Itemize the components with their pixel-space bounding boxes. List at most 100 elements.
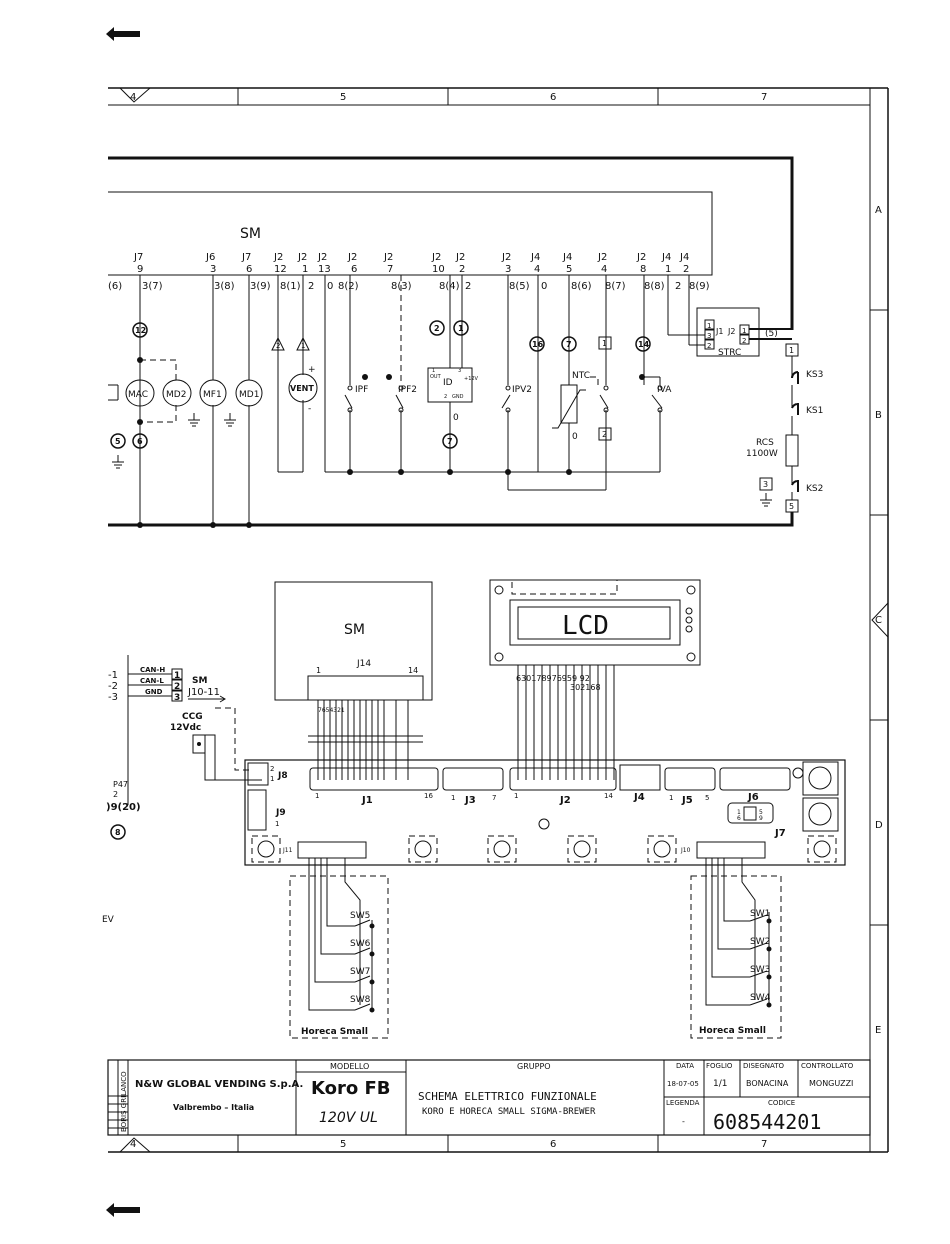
column-label: 6 [550, 92, 556, 103]
svg-text:8(9): 8(9) [689, 281, 710, 292]
svg-text:BONACINA: BONACINA [746, 1079, 789, 1088]
circle-markers: 12 2 1 16 7 14 5 6 7 [110, 320, 651, 449]
svg-text:J14: J14 [356, 659, 371, 669]
title-block: BORIS GRILANCO N&W GLOBAL VENDING S.p.A.… [107, 1059, 871, 1136]
mf1-label: MF1 [203, 390, 222, 400]
svg-text:9: 9 [137, 264, 143, 275]
svg-text:2: 2 [683, 264, 689, 275]
svg-text:2: 2 [675, 281, 681, 292]
model-name: Koro FB [311, 1078, 391, 1099]
svg-text:1: 1 [665, 264, 671, 275]
motor-md2 [162, 379, 192, 407]
svg-text:0: 0 [572, 432, 578, 442]
svg-text:1: 1 [174, 671, 180, 681]
svg-text:J6: J6 [747, 792, 759, 803]
svg-text:7: 7 [447, 437, 453, 446]
svg-text:5: 5 [115, 437, 121, 446]
svg-text:Horeca Small: Horeca Small [699, 1026, 766, 1036]
svg-text:3: 3 [707, 332, 711, 340]
svg-text:J2: J2 [317, 252, 327, 263]
svg-text:-: - [682, 1117, 685, 1126]
svg-text:8(2): 8(2) [338, 281, 359, 292]
md2-label: MD2 [166, 390, 186, 400]
fan-vent [288, 373, 318, 403]
svg-text:NTC: NTC [572, 371, 590, 381]
main-pcb [244, 759, 846, 866]
svg-text:2: 2 [434, 324, 440, 333]
svg-text:5: 5 [566, 264, 572, 275]
lcd-label: LCD [562, 611, 609, 641]
svg-text:DISEGNATO: DISEGNATO [743, 1062, 785, 1070]
svg-text:8(5): 8(5) [509, 281, 530, 292]
svg-text:GND: GND [452, 394, 464, 400]
md1-label: MD1 [239, 390, 259, 400]
svg-text:12: 12 [274, 264, 287, 275]
svg-text:J9: J9 [275, 808, 286, 818]
svg-text:J2: J2 [501, 252, 511, 263]
svg-text:1: 1 [669, 794, 673, 802]
svg-text:1: 1 [742, 327, 746, 335]
svg-text:-3: -3 [108, 692, 118, 703]
svg-text:SM: SM [344, 622, 365, 638]
svg-text:EV: EV [102, 915, 115, 925]
back-arrow-bottom[interactable] [104, 1200, 144, 1220]
svg-text:BORIS GRILANCO: BORIS GRILANCO [120, 1071, 128, 1132]
svg-text:2: 2 [459, 264, 465, 275]
svg-text:)9(20): )9(20) [106, 802, 141, 813]
svg-text:J11: J11 [282, 847, 293, 854]
svg-text:1: 1 [458, 324, 464, 333]
svg-text:SW1: SW1 [750, 909, 770, 919]
svg-text:J4: J4 [530, 252, 540, 263]
svg-text:RCS: RCS [756, 438, 774, 448]
svg-text:GRUPPO: GRUPPO [517, 1062, 551, 1071]
svg-text:KS2: KS2 [806, 484, 823, 494]
svg-text:2: 2 [602, 430, 607, 439]
svg-text:8(8): 8(8) [644, 281, 665, 292]
back-arrow-top[interactable] [104, 24, 144, 44]
svg-text:J2: J2 [727, 327, 735, 336]
svg-text:SW3: SW3 [750, 965, 770, 975]
svg-text:16: 16 [532, 340, 544, 349]
svg-text:SW8: SW8 [350, 995, 371, 1005]
svg-text:J2: J2 [297, 252, 307, 263]
svg-text:2: 2 [444, 394, 447, 400]
svg-text:J2: J2 [347, 252, 357, 263]
svg-text:P47: P47 [113, 780, 128, 789]
svg-text:SW2: SW2 [750, 937, 770, 947]
svg-text:J2: J2 [273, 252, 283, 263]
svg-text:-2: -2 [108, 681, 118, 692]
svg-text:6: 6 [737, 815, 741, 822]
svg-text:1/1: 1/1 [713, 1079, 727, 1089]
svg-text:7: 7 [566, 340, 572, 349]
svg-text:KS3: KS3 [806, 370, 823, 380]
svg-text:2: 2 [308, 281, 314, 292]
svg-text:7654321: 7654321 [318, 707, 345, 714]
svg-text:12: 12 [135, 326, 146, 335]
svg-text:Valbrembo – Italia: Valbrembo – Italia [173, 1103, 254, 1112]
svg-text:J7: J7 [774, 828, 786, 839]
svg-text:+: + [308, 365, 316, 375]
svg-text:3: 3 [763, 480, 768, 489]
svg-text:8: 8 [115, 828, 121, 837]
svg-text:+12V: +12V [464, 376, 479, 382]
column-label: 7 [761, 92, 767, 103]
row-label: C [875, 615, 882, 626]
column-labels: 4 5 6 7 4 5 6 7 [130, 92, 767, 1150]
svg-text:J2: J2 [636, 252, 646, 263]
svg-text:2: 2 [465, 281, 471, 292]
svg-text:8(6): 8(6) [571, 281, 592, 292]
drawing-frame [108, 87, 889, 1153]
svg-text:0: 0 [453, 413, 459, 423]
svg-text:630178976959 92: 630178976959 92 [516, 674, 590, 683]
svg-text:13: 13 [318, 264, 331, 275]
motor-mac [125, 379, 155, 407]
svg-text:8(1): 8(1) [280, 281, 301, 292]
svg-text:J8: J8 [277, 771, 288, 781]
vent-label: VENT [290, 384, 314, 393]
svg-text:CCG: CCG [182, 712, 203, 722]
drawing-description: SCHEMA ELETTRICO FUNZIONALE [418, 1090, 597, 1103]
sm-module [274, 581, 433, 701]
svg-text:7: 7 [387, 264, 393, 275]
